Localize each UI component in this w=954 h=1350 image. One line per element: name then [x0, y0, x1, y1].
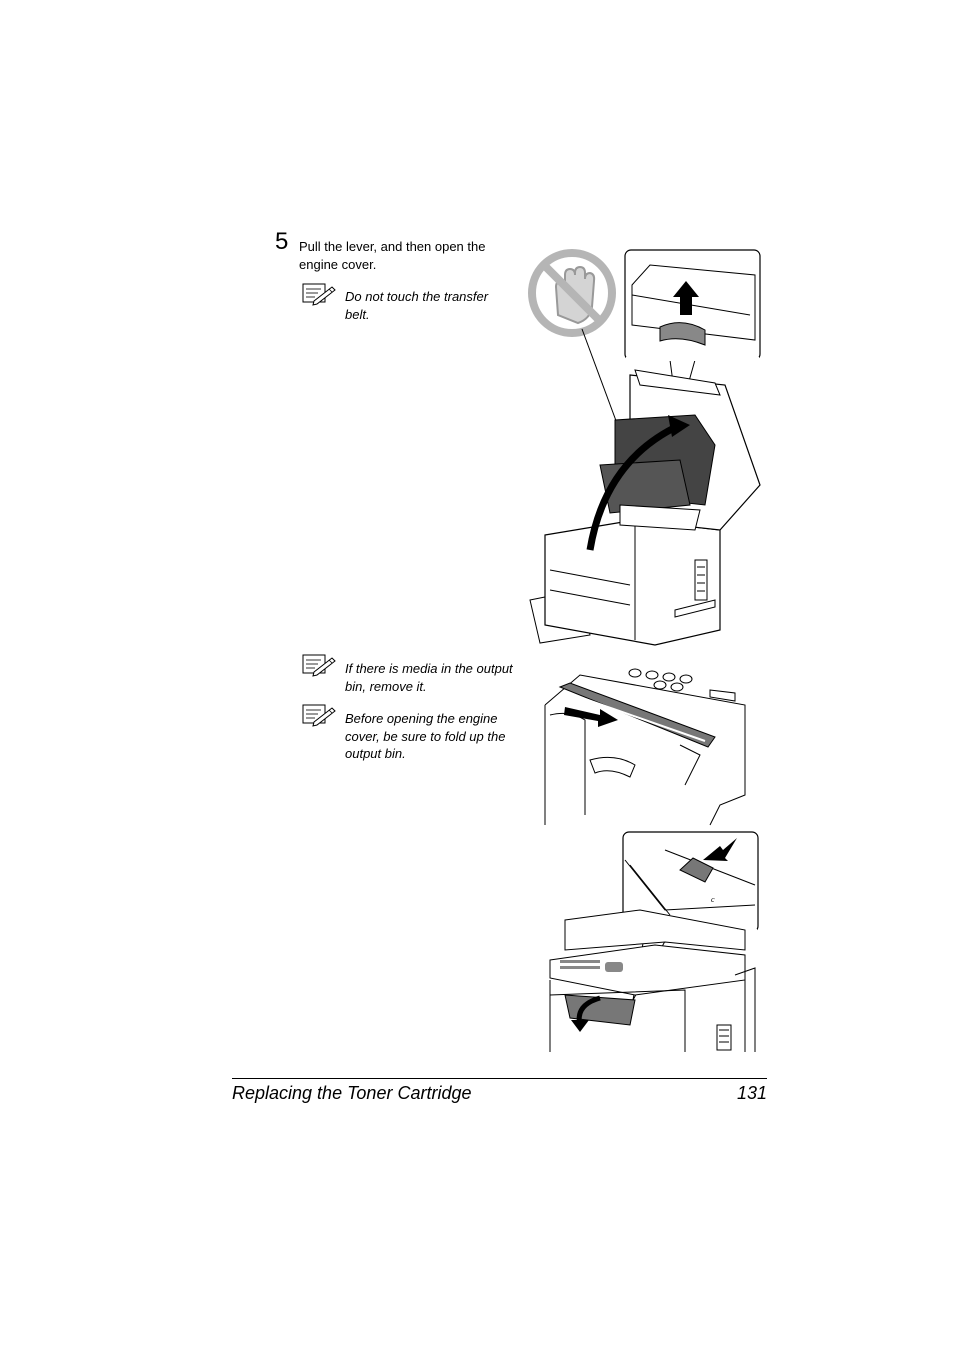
illustration-fold-output-bin: [544, 668, 746, 826]
note-text-output-bin-media: If there is media in the output bin, rem…: [345, 661, 513, 694]
note-text-transfer-belt: Do not touch the transfer belt.: [345, 289, 489, 322]
note-text-fold-output-bin: Before opening the engine cover, be sure…: [345, 711, 506, 761]
footer-page-number: 131: [736, 1083, 767, 1103]
step-number: 5: [275, 228, 289, 255]
footer-section-title: Replacing the Toner Cartridge: [232, 1083, 472, 1103]
note-pencil-icon: [302, 654, 336, 677]
footer-divider: [232, 1078, 767, 1079]
illustration-pull-lever: c: [549, 831, 759, 1052]
note-pencil-icon: [302, 704, 336, 727]
step-instruction: Pull the lever, and then open the engine…: [299, 239, 486, 272]
no-touch-hand-icon: [528, 249, 616, 337]
note-pencil-icon: [302, 283, 336, 306]
svg-text:c: c: [711, 895, 715, 904]
illustration-open-engine-cover: [528, 249, 761, 646]
